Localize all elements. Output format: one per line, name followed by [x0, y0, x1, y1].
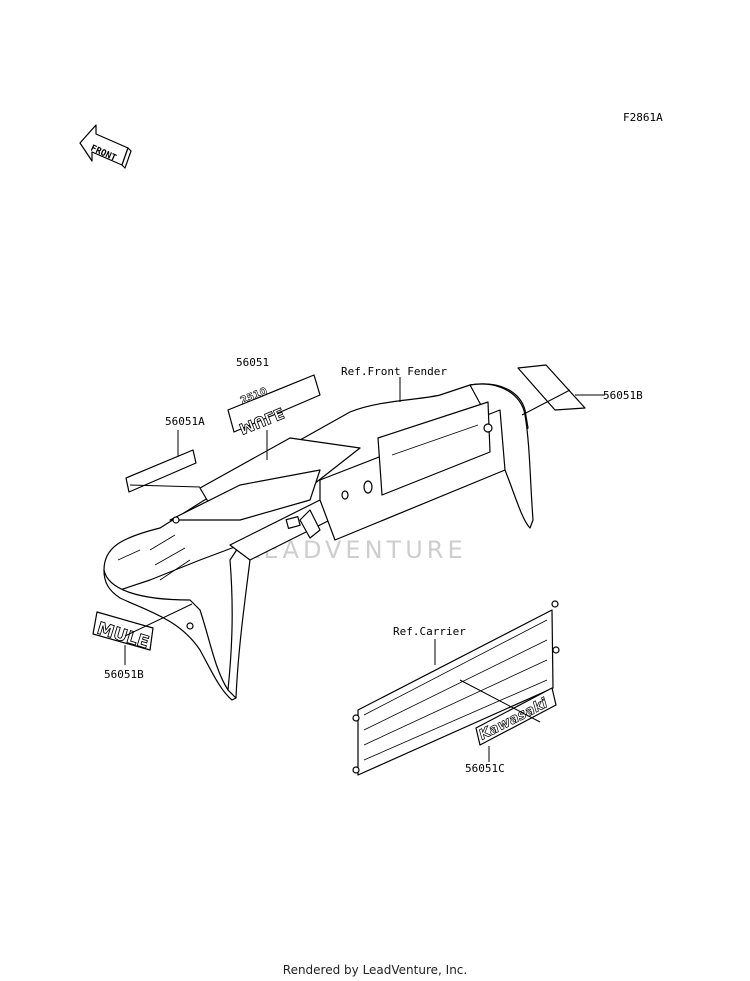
diagram-code: F2861A — [623, 111, 663, 124]
front-fender — [103, 383, 534, 701]
decal-56051: MULE 2510 — [227, 374, 321, 438]
label-56051b-top: 56051B — [603, 389, 643, 402]
label-ref-front-fender: Ref.Front Fender — [341, 365, 447, 378]
label-56051c: 56051C — [465, 762, 505, 775]
decal-56051b-lower: MULE — [92, 611, 154, 654]
label-56051: 56051 — [236, 356, 269, 369]
label-ref-carrier: Ref.Carrier — [393, 625, 466, 638]
label-56051b-bottom: 56051B — [104, 668, 144, 681]
leader-lines — [124, 377, 605, 762]
carrier-tailgate — [352, 600, 560, 776]
decal-56051a — [125, 449, 197, 493]
front-arrow-icon: FRONT — [79, 124, 132, 169]
footer-credit: Rendered by LeadVenture, Inc. — [282, 963, 468, 977]
label-56051a: 56051A — [165, 415, 205, 428]
decal-56051b-upper — [517, 364, 586, 411]
